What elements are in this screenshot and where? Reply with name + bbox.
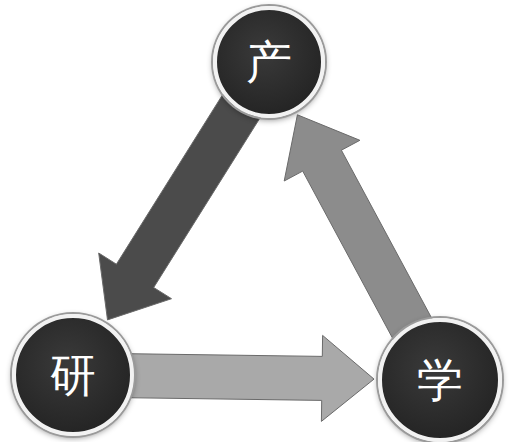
circle-node: 研 bbox=[12, 314, 134, 436]
node-label: 研 bbox=[50, 352, 96, 398]
cycle-arrow bbox=[120, 335, 374, 421]
node-label: 产 bbox=[246, 39, 292, 85]
cycle-arrow bbox=[284, 115, 436, 348]
circle-node: 产 bbox=[213, 6, 325, 118]
circle-node: 学 bbox=[378, 318, 502, 442]
node-label: 学 bbox=[417, 357, 463, 403]
cycle-arrow bbox=[99, 86, 266, 320]
